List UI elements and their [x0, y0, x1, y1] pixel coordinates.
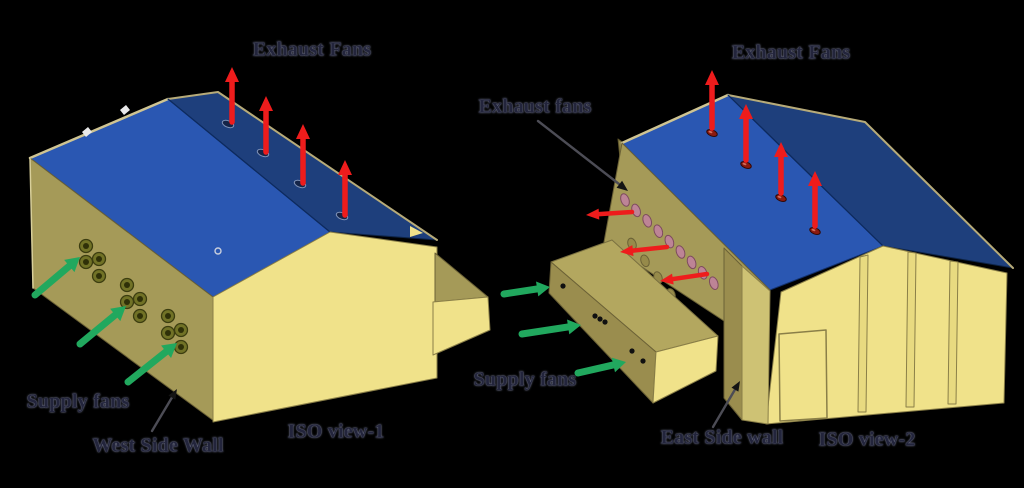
- exhaust-arrow-side-head: [660, 273, 674, 285]
- leader-arrow-exhaust-fans-shaft: [536, 119, 621, 186]
- exhaust-arrow-side-shaft: [630, 244, 670, 253]
- leader-arrow-east-wall-shaft: [711, 388, 737, 429]
- exhaust-arrow-side-head: [586, 208, 600, 220]
- right-roof-vent-highlight: [777, 195, 782, 199]
- exhaust-arrow-head: [296, 124, 310, 139]
- supply-fans-label-left: Supply fans: [26, 390, 130, 413]
- left-roof-ridge: [167, 98, 331, 233]
- exhaust-arrow-head: [739, 104, 753, 119]
- right-roof-ridge: [727, 94, 884, 247]
- east-wall-vent-upper: [653, 224, 664, 238]
- east-side-wall-label: East Side wall: [660, 426, 784, 449]
- supply-fan-hub: [83, 259, 89, 265]
- right-wall-door-outline: [778, 329, 828, 422]
- left-roof-notch: [82, 127, 92, 137]
- supply-fan-hub: [137, 296, 143, 302]
- left-west-wall-lit-edge: [29, 157, 34, 289]
- exhaust-arrow-side-head: [620, 245, 634, 257]
- right-wall-seam: [857, 254, 869, 413]
- right-roof-vent-highlight: [708, 130, 713, 134]
- supply-fans-label-right: Supply fans: [473, 368, 577, 391]
- supply-arrow-shaft: [76, 311, 119, 348]
- east-wall-vent-upper: [708, 276, 719, 290]
- supply-fan-hub: [178, 327, 184, 333]
- supply-fan-hub: [96, 273, 102, 279]
- supply-fan-hub: [124, 282, 130, 288]
- left-roof-notch: [120, 105, 130, 115]
- exhaust-arrow-side-shaft: [596, 209, 635, 217]
- exhaust-arrow-head: [225, 67, 239, 82]
- east-wall-vent-upper: [642, 214, 653, 228]
- east-wall-vent-upper: [664, 234, 675, 249]
- exhaust-arrow-head: [705, 70, 719, 85]
- iso-view-2-label: ISO view-2: [818, 428, 916, 451]
- left-annex-wall: [432, 296, 491, 356]
- supply-arrow-head: [611, 357, 626, 373]
- leader-arrow-west-wall-head: [168, 389, 177, 400]
- supply-arrow-head: [64, 257, 80, 273]
- west-side-wall-label: West Side Wall: [92, 434, 224, 457]
- annex-supply-fan-port: [602, 319, 608, 325]
- east-wall-vent-lower: [640, 254, 650, 268]
- left-roof-gable-trim: [28, 97, 170, 160]
- left-gable-wall: [212, 231, 438, 423]
- supply-fan-hub: [165, 330, 171, 336]
- supply-fan-hub: [165, 313, 171, 319]
- supply-arrow-shaft: [31, 262, 73, 299]
- supply-arrow-shaft: [124, 348, 170, 386]
- leader-arrow-east-wall-head: [731, 381, 740, 392]
- right-wall-seam: [905, 251, 917, 408]
- supply-arrow-head: [536, 281, 550, 297]
- left-roof-dot: [214, 247, 222, 255]
- annex-supply-fan-port: [592, 313, 598, 319]
- right-roof-vent-highlight: [811, 228, 816, 232]
- leader-arrow-west-wall-shaft: [150, 396, 174, 433]
- iso-view-1-label: ISO view-1: [287, 420, 385, 443]
- supply-arrow-head: [567, 319, 581, 335]
- supply-fan-hub: [137, 313, 143, 319]
- supply-arrow-shaft: [574, 361, 617, 377]
- supply-arrow-head: [161, 343, 177, 358]
- east-wall-vent-upper: [675, 245, 686, 259]
- left-roof-eave-trim: [167, 91, 438, 241]
- right-corner-strip-outer: [741, 265, 771, 425]
- supply-arrow-shaft: [500, 285, 541, 298]
- exhaust-arrow-head: [774, 142, 788, 157]
- annex-supply-fan-port: [640, 358, 646, 364]
- supply-arrow-head: [110, 306, 126, 322]
- left-roof-gap-notch: [410, 226, 423, 237]
- right-annex-end: [652, 335, 719, 404]
- left-annex-roof: [434, 252, 489, 303]
- east-wall-vent-upper: [686, 255, 697, 270]
- annex-supply-fan-port: [629, 348, 635, 354]
- annex-supply-fan-port: [560, 283, 566, 289]
- exhaust-fans-label-left: Exhaust Fans: [252, 38, 372, 61]
- exhaust-arrow-head: [259, 96, 273, 111]
- supply-fan-hub: [124, 299, 130, 305]
- supply-fan-hub: [178, 344, 184, 350]
- exhaust-fans-label-right-side: Exhaust fans: [478, 95, 592, 118]
- supply-fan-hub: [83, 243, 89, 249]
- annex-supply-fan-port: [597, 316, 603, 322]
- supply-arrow-shaft: [518, 323, 572, 338]
- exhaust-fans-label-right-top: Exhaust Fans: [731, 41, 851, 64]
- right-roof-eave-trim: [727, 94, 1014, 269]
- leader-arrow-exhaust-fans-head: [616, 180, 628, 191]
- exhaust-arrow-head: [338, 160, 352, 175]
- supply-fan-hub: [96, 256, 102, 262]
- east-wall-vent-upper: [620, 193, 630, 207]
- exhaust-arrow-head: [808, 171, 822, 186]
- right-wall-seam: [947, 260, 959, 405]
- right-roof-vent-highlight: [742, 162, 747, 166]
- exhaust-arrow-side-shaft: [670, 271, 710, 282]
